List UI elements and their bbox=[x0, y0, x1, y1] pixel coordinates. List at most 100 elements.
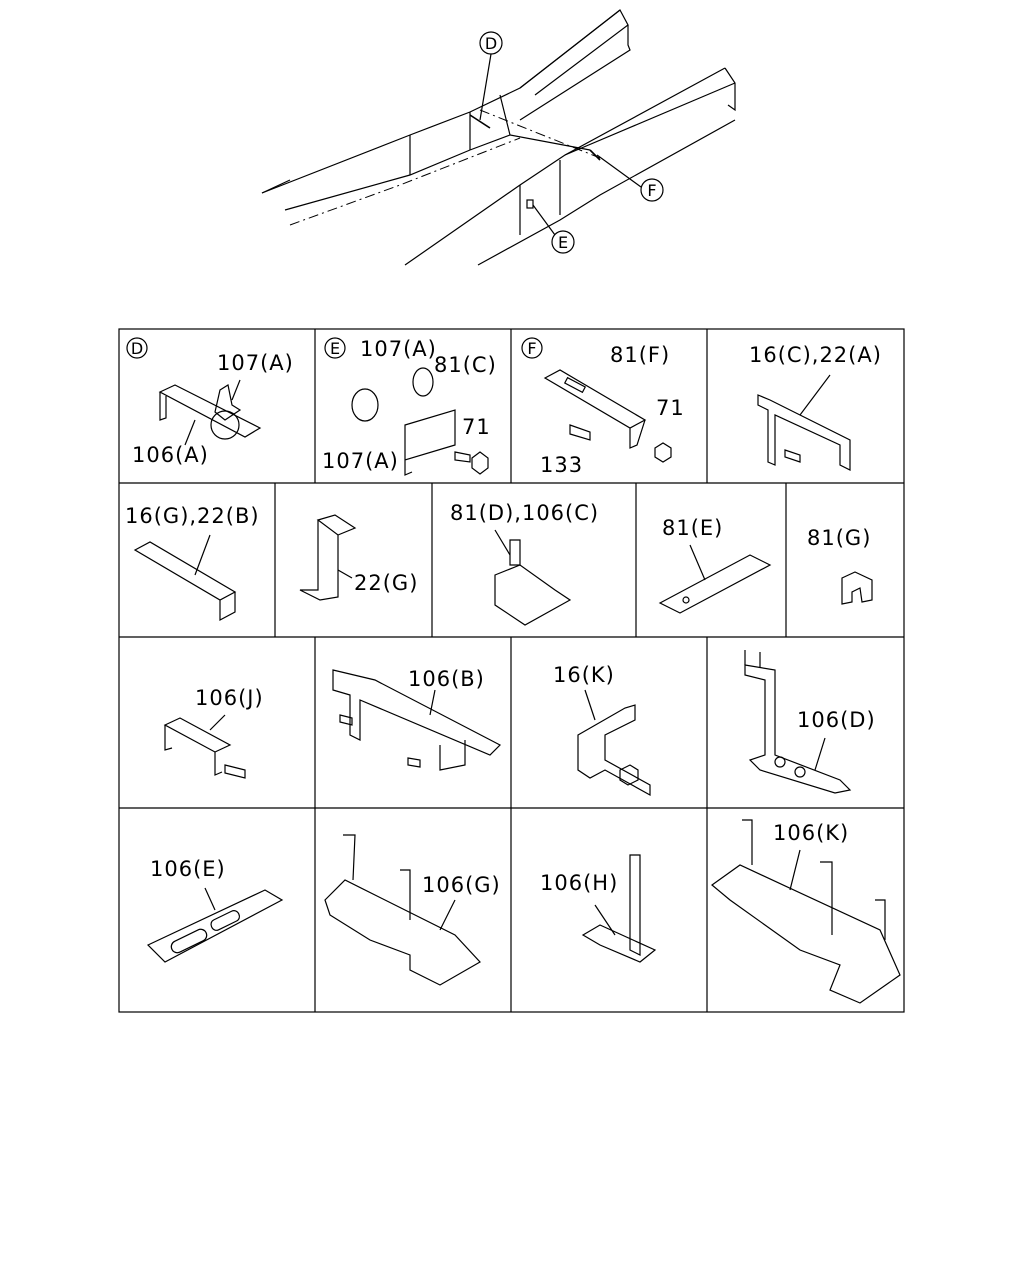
part-106a-bracket bbox=[158, 384, 262, 438]
leader-107a bbox=[231, 379, 241, 401]
part-16c-stud bbox=[784, 449, 801, 463]
part-133-bolt bbox=[569, 424, 591, 441]
cell-106b: 106(B) bbox=[332, 667, 502, 771]
part-106d bbox=[744, 664, 852, 794]
part-107a-clip bbox=[214, 384, 242, 421]
part-106d-nut1 bbox=[774, 756, 786, 768]
leader-16g bbox=[194, 534, 211, 576]
left-rail-flange-side bbox=[519, 25, 631, 121]
label-133: 133 bbox=[540, 453, 583, 477]
label-81e: 81(E) bbox=[662, 516, 723, 540]
part-16g-22b bbox=[133, 541, 237, 621]
part-107a-clamp-2 bbox=[412, 367, 434, 397]
view-e-marker bbox=[324, 337, 346, 359]
leader-106h bbox=[594, 904, 616, 936]
cell-106e: 106(E) bbox=[146, 857, 284, 963]
view-f-letter: F bbox=[527, 339, 536, 358]
grid-lines bbox=[118, 328, 905, 1013]
cell-106d: 106(D) bbox=[744, 650, 876, 794]
part-106k bbox=[711, 864, 901, 1004]
view-f-marker bbox=[521, 337, 543, 359]
leader-81e bbox=[689, 544, 706, 581]
leader-e bbox=[532, 204, 556, 236]
cell-16c-22a: 16(C),22(A) bbox=[749, 343, 881, 471]
part-81e-plate bbox=[658, 554, 772, 614]
callout-f: F bbox=[640, 178, 664, 202]
label-107a: 107(A) bbox=[217, 351, 294, 375]
part-81d-stud bbox=[509, 539, 521, 566]
cell-81d-106c: 81(D),106(C) bbox=[450, 501, 599, 626]
leader-106k bbox=[789, 849, 801, 891]
cell-106g: 106(G) bbox=[324, 834, 501, 986]
part-107a-ring bbox=[210, 410, 240, 440]
view-d-letter: D bbox=[131, 339, 143, 358]
part-bolt bbox=[454, 451, 471, 463]
view-e-letter: E bbox=[330, 339, 340, 358]
label-16k: 16(K) bbox=[553, 663, 615, 687]
leader-106g bbox=[439, 899, 456, 931]
left-rail-top-flange bbox=[519, 9, 629, 96]
left-rail-end bbox=[261, 179, 291, 194]
label-106e: 106(E) bbox=[150, 857, 226, 881]
callout-e: E bbox=[551, 230, 575, 254]
cell-view-f: F 81(F) 71 133 bbox=[521, 337, 684, 477]
part-81d-106c bbox=[494, 564, 572, 626]
cross-member-center-line bbox=[479, 109, 601, 159]
label-106k: 106(K) bbox=[773, 821, 849, 845]
label-22g: 22(G) bbox=[354, 571, 418, 595]
frame-overview-drawing: D F E bbox=[261, 9, 736, 266]
label-106b: 106(B) bbox=[408, 667, 485, 691]
label-107a-top: 107(A) bbox=[360, 337, 437, 361]
cell-22g: 22(G) bbox=[299, 514, 418, 601]
part-106e-plate bbox=[146, 889, 284, 963]
right-rail-outer-edge bbox=[404, 67, 726, 266]
part-16k-nut bbox=[619, 764, 639, 786]
label-81d-106c: 81(D),106(C) bbox=[450, 501, 599, 525]
mark-e bbox=[526, 199, 534, 209]
cell-view-e: E 107(A) 81(C) 71 107(A) bbox=[322, 337, 497, 476]
part-106d-studs bbox=[744, 650, 761, 668]
label-16g-22b: 16(G),22(B) bbox=[125, 504, 260, 528]
part-106e-slot1 bbox=[170, 928, 208, 954]
part-106k-tabs bbox=[742, 819, 886, 940]
callout-d: D bbox=[479, 31, 503, 55]
cell-view-d: D 107(A) 106(A) bbox=[126, 337, 294, 467]
cell-81e: 81(E) bbox=[658, 516, 772, 614]
cell-81g: 81(G) bbox=[807, 526, 873, 605]
part-106j bbox=[163, 717, 232, 776]
leader-f bbox=[596, 154, 642, 188]
part-16k bbox=[577, 704, 651, 797]
cell-106k: 106(K) bbox=[711, 819, 901, 1004]
part-106j-stud bbox=[224, 764, 246, 779]
label-81f: 81(F) bbox=[610, 343, 670, 367]
right-rail-inner-edge bbox=[477, 119, 736, 266]
label-106g: 106(G) bbox=[422, 873, 501, 897]
part-106b-foot bbox=[439, 740, 466, 771]
part-106e-slot2 bbox=[210, 910, 241, 931]
part-71-nut-f bbox=[654, 442, 672, 463]
label-106h: 106(H) bbox=[540, 871, 618, 895]
part-106h bbox=[581, 854, 657, 963]
label-81c: 81(C) bbox=[434, 353, 497, 377]
part-106b-studs bbox=[339, 714, 421, 768]
part-22g bbox=[299, 514, 357, 601]
mark-d bbox=[469, 114, 491, 129]
label-106a: 106(A) bbox=[132, 443, 209, 467]
cell-106h: 106(H) bbox=[540, 854, 657, 963]
callout-e-letter: E bbox=[558, 233, 568, 252]
part-81e-hole bbox=[682, 596, 690, 604]
label-106d: 106(D) bbox=[797, 708, 876, 732]
part-107a-clamp bbox=[351, 388, 379, 422]
part-81f-slot bbox=[563, 376, 587, 394]
part-81f-bracket bbox=[543, 369, 647, 449]
label-107a-bottom: 107(A) bbox=[322, 449, 399, 473]
mark-f bbox=[589, 149, 601, 161]
view-d-marker bbox=[126, 337, 148, 359]
part-81g bbox=[841, 571, 873, 605]
leader-106e bbox=[204, 887, 216, 911]
leader-22g bbox=[337, 569, 353, 579]
leader-16k bbox=[584, 689, 596, 721]
leader-16c bbox=[799, 374, 831, 416]
right-rail-flange bbox=[564, 82, 736, 156]
label-71: 71 bbox=[462, 415, 491, 439]
